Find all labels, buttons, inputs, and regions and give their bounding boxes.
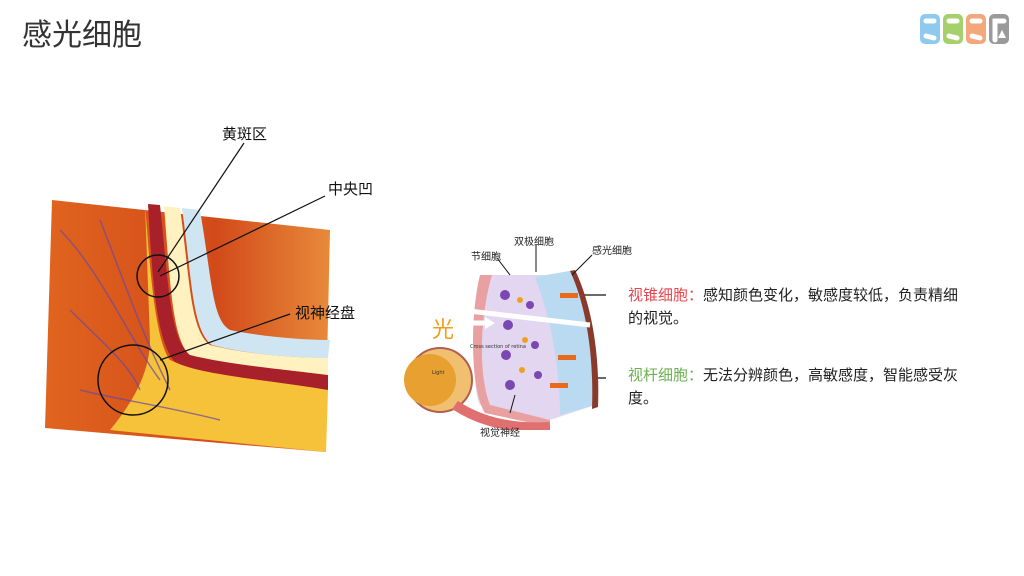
label-macula: 黄斑区 [222,125,268,143]
label-ganglion-cell: 节细胞 [471,252,501,263]
macula-diagram [45,200,330,452]
cross-section-label: Cross section of retina [470,344,526,350]
retina-cross-section-diagram: 光 Cross section of retina Light [404,270,599,430]
light-cn-label: 光 [432,318,454,343]
label-fovea: 中央凹 [328,180,374,198]
label-optic-disc: 视神经盘 [295,304,356,322]
label-optic-nerve: 视觉神经 [480,428,520,439]
rod-description: 视杆细胞：无法分辨颜色，高敏感度，智能感受灰度。 [628,364,968,410]
label-bipolar-cell: 双极细胞 [514,237,554,248]
slide-title: 感光细胞 [22,18,142,53]
rod-text: 无法分辨颜色，高敏感度，智能感受灰度。 [628,366,959,407]
rod-term: 视杆细胞： [628,366,704,384]
label-photoreceptor: 感光细胞 [592,246,632,257]
light-en-label: Light [432,370,445,376]
cone-text: 感知颜色变化，敏感度较低，负责精细的视觉。 [628,286,959,327]
cssf-logo [920,14,1009,44]
cone-term: 视锥细胞： [628,286,704,304]
cone-description: 视锥细胞：感知颜色变化，敏感度较低，负责精细的视觉。 [628,284,968,330]
